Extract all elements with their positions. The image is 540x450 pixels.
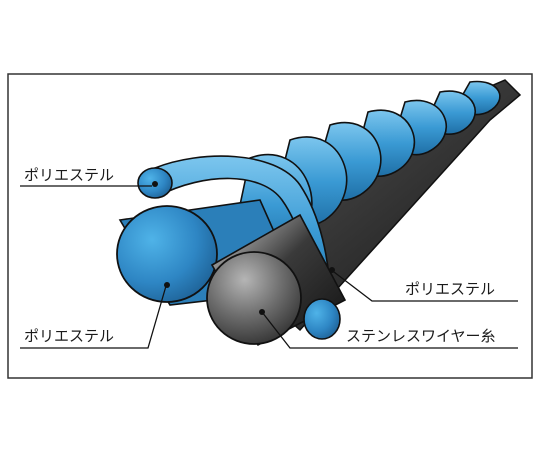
label-polyester-right: ポリエステル: [405, 280, 495, 298]
label-polyester-top: ポリエステル: [24, 166, 114, 184]
rope-assembly: [116, 79, 522, 347]
polyester-outer-strand-bottom-end: [303, 298, 341, 340]
label-stainless-wire: ステンレスワイヤー糸: [346, 327, 496, 345]
label-polyester-core: ポリエステル: [24, 327, 114, 345]
leader-line-right: [333, 271, 518, 302]
leader-line-core: [20, 285, 167, 349]
leader-line-wire: [261, 311, 518, 349]
leader-lines: [20, 185, 518, 349]
